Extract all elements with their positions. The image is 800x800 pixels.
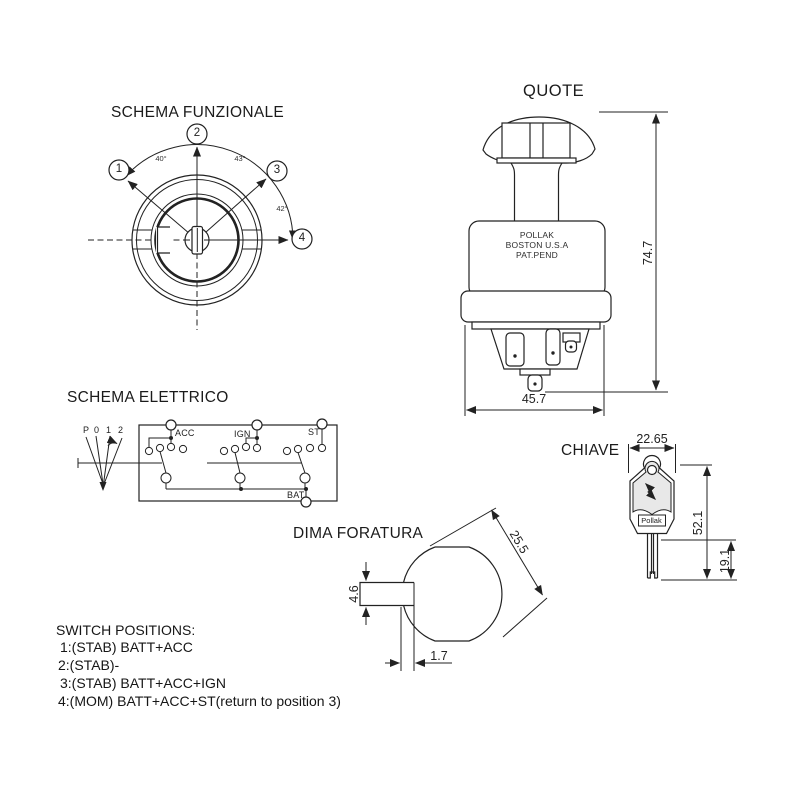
switch-body-brand-text: POLLAK [519, 230, 555, 240]
switch-body-patent-text: PAT.PEND [516, 250, 558, 260]
quote-drawing [460, 111, 668, 416]
functional-schema-drawing [88, 123, 313, 330]
switch-position-item-2: 2:(STAB)- [58, 657, 120, 673]
position-3-label: 3 [273, 164, 281, 176]
switch-position-item-4: 4:(MOM) BATT+ACC+ST(return to position 3… [58, 693, 341, 709]
selector-p-label: P [83, 425, 90, 435]
drill-template-title: DIMA FORATURA [293, 525, 424, 542]
angle-label-1: 40° [155, 154, 167, 163]
angle-label-3: 42° [276, 204, 288, 213]
selector-0-label: 0 [94, 425, 100, 435]
angle-label-2: 43° [234, 154, 246, 163]
switch-positions-title: SWITCH POSITIONS: [56, 622, 196, 638]
functional-schema-title: SCHEMA FUNZIONALE [111, 104, 285, 121]
key-width-dimension-label: 22.65 [636, 432, 668, 446]
switch-body-city-text: BOSTON U.S.A [505, 240, 569, 250]
template-slot-dimension-label: 4.6 [347, 585, 361, 603]
width-dimension-label: 45.7 [521, 392, 547, 406]
drill-template-drawing [359, 507, 548, 671]
switch-position-item-3: 3:(STAB) BATT+ACC+IGN [60, 675, 226, 691]
selector-1-label: 1 [106, 425, 112, 435]
terminal-st-label: ST [308, 427, 320, 437]
key-brand-label: Pollak [641, 516, 662, 525]
selector-2-label: 2 [118, 425, 124, 435]
electrical-schema-drawing [77, 418, 338, 508]
quote-title: QUOTE [523, 82, 585, 100]
key-drawing [628, 444, 737, 581]
key-title: CHIAVE [561, 442, 620, 459]
template-offset-dimension-label: 1.7 [430, 649, 448, 663]
position-4-label: 4 [298, 232, 306, 244]
position-2-label: 2 [193, 127, 201, 139]
height-dimension-label: 74.7 [641, 240, 655, 266]
electrical-schema-title: SCHEMA ELETTRICO [67, 389, 229, 406]
terminal-acc-label: ACC [175, 428, 195, 438]
terminal-ign-label: IGN [234, 429, 251, 439]
key-blade-dimension-label: 19.1 [718, 548, 732, 574]
position-1-label: 1 [115, 163, 123, 175]
key-length-dimension-label: 52.1 [691, 510, 705, 536]
switch-position-item-1: 1:(STAB) BATT+ACC [60, 639, 193, 655]
terminal-bat-label: BAT [287, 490, 305, 500]
